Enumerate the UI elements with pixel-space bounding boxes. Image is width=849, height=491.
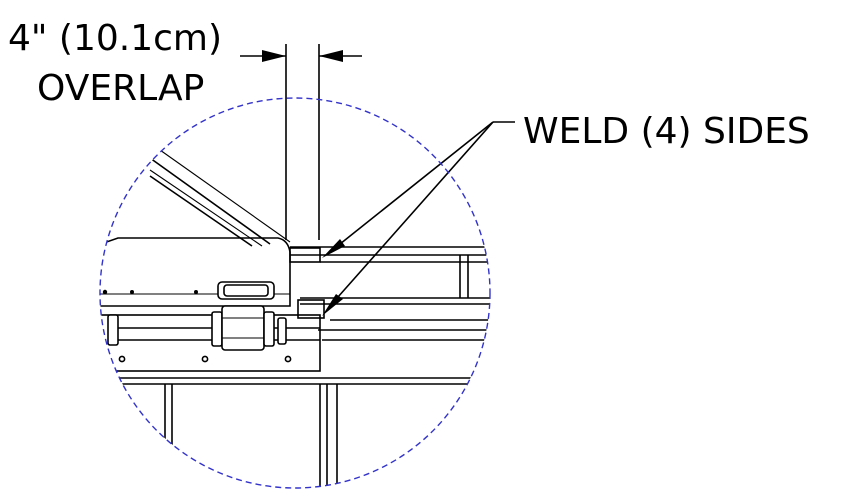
diagonal-brace	[149, 149, 291, 247]
dimension-label-line1: 4" (10.1cm)	[8, 18, 222, 59]
weld-arrow-lower	[322, 294, 343, 316]
dimension-arrow-right	[319, 50, 343, 62]
housing-slot	[217, 281, 275, 300]
dimension-label-line2: OVERLAP	[37, 68, 204, 109]
dimension-arrow-left	[262, 50, 286, 62]
housing-body	[100, 237, 291, 307]
lower-frame	[100, 377, 490, 488]
weld-leader	[322, 121, 515, 316]
horizontal-rails	[289, 246, 490, 341]
machine-detail	[100, 149, 490, 488]
detail-circle	[99, 97, 491, 489]
weld-note-label: WELD (4) SIDES	[523, 111, 810, 152]
weld-arrow-upper	[322, 239, 345, 258]
overlap-dimension	[240, 44, 362, 240]
roller-assembly	[100, 305, 321, 372]
